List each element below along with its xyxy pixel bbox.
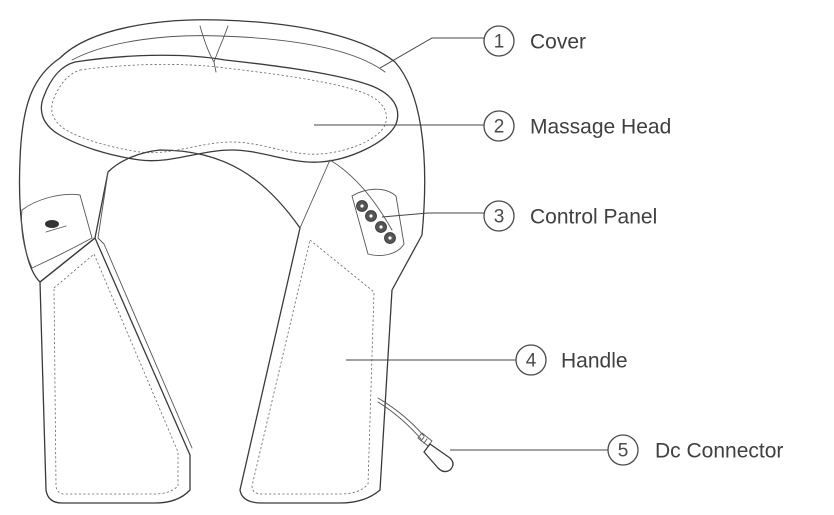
- callout-2: 2 Massage Head: [483, 110, 671, 142]
- left-side-seam: [97, 171, 193, 449]
- callout-number: 3: [494, 207, 505, 228]
- leader-cover: [379, 37, 484, 69]
- callout-label-cover: Cover: [530, 31, 586, 54]
- callout-label-handle: Handle: [561, 350, 628, 373]
- callout-number: 1: [494, 32, 505, 53]
- callout-label-control-panel: Control Panel: [530, 206, 657, 229]
- mode-icon: [369, 214, 373, 218]
- dc-connector-plug: [417, 432, 454, 473]
- callout-5: 5 Dc Connector: [607, 434, 783, 466]
- leader-lines: [314, 37, 608, 451]
- callout-number-circle: [607, 434, 639, 466]
- collar-fold: [199, 25, 229, 73]
- callout-number-circle: [515, 344, 547, 376]
- callout-1: 1 Cover: [483, 25, 586, 57]
- heat-icon: [379, 225, 383, 229]
- left-handle-stitch: [53, 253, 179, 495]
- neck-massager-illustration: [18, 19, 454, 504]
- cover-inner-line: [71, 35, 386, 73]
- right-handle-stitch: [251, 239, 375, 495]
- callout-number-circle: [483, 200, 515, 232]
- control-panel-housing: [351, 188, 405, 256]
- brand-logo: [45, 220, 59, 228]
- callout-number-circle: [483, 110, 515, 142]
- speed-icon: [388, 236, 392, 240]
- callout-number: 2: [494, 117, 505, 138]
- left-logo-patch: [21, 193, 93, 269]
- callout-label-dc-connector: Dc Connector: [655, 440, 783, 463]
- massage-head-opening: [40, 54, 399, 163]
- callout-label-massage-head: Massage Head: [530, 116, 671, 139]
- callout-4: 4 Handle: [515, 344, 628, 376]
- power-icon: [360, 204, 364, 208]
- cover-outline: [18, 19, 426, 504]
- leader-control-panel: [381, 212, 484, 218]
- callout-number: 5: [618, 441, 629, 462]
- brand-text-mark: [45, 225, 67, 233]
- power-cable: [377, 397, 425, 437]
- right-side-seam: [299, 159, 393, 231]
- control-buttons: [356, 200, 396, 244]
- massage-head-stitch: [51, 63, 387, 155]
- power-cable-inner: [377, 401, 422, 440]
- callout-number-circle: [483, 25, 515, 57]
- left-handle: [39, 237, 191, 504]
- callout-number: 4: [526, 351, 537, 372]
- callout-3: 3 Control Panel: [483, 200, 657, 232]
